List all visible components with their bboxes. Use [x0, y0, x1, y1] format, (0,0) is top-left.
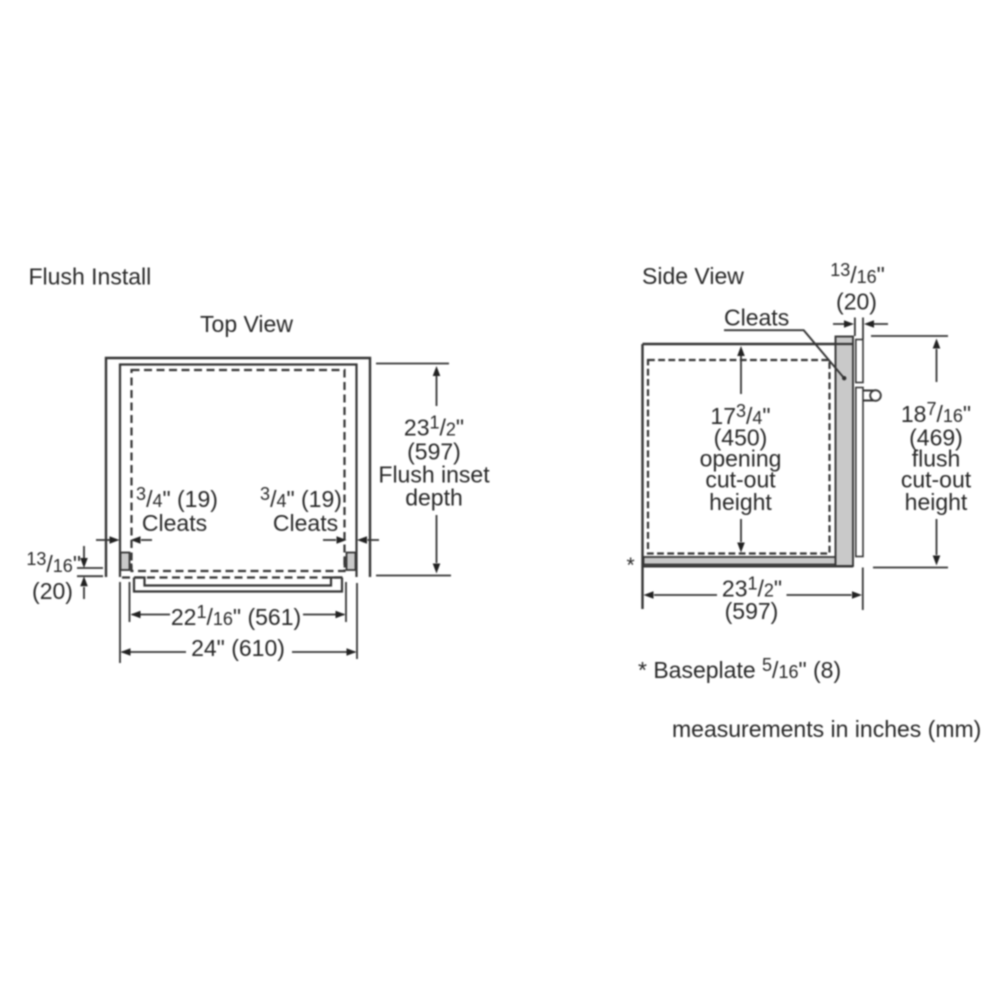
svg-text:221/16" (561): 221/16" (561): [171, 602, 301, 630]
svg-text:opening: opening: [700, 446, 782, 472]
svg-text:height: height: [905, 489, 968, 515]
svg-text:173/4": 173/4": [710, 401, 770, 429]
svg-text:(469): (469): [909, 425, 963, 451]
svg-text:height: height: [709, 489, 772, 515]
svg-text:Flush Install: Flush Install: [29, 264, 152, 290]
svg-text:depth: depth: [405, 485, 463, 511]
svg-text:13/16": 13/16": [830, 260, 885, 288]
svg-text:Cleats: Cleats: [142, 510, 207, 536]
svg-text:cut-out: cut-out: [705, 467, 776, 493]
svg-text:measurements in inches (mm): measurements in inches (mm): [672, 716, 981, 742]
svg-text:13/16": 13/16": [26, 549, 81, 577]
svg-text:cut-out: cut-out: [901, 467, 972, 493]
svg-text:(20): (20): [32, 578, 73, 604]
svg-text:(450): (450): [714, 425, 768, 451]
svg-text:3/4" (19): 3/4" (19): [260, 484, 342, 512]
svg-text:(597): (597): [725, 598, 779, 624]
svg-text:Top View: Top View: [200, 311, 293, 337]
svg-text:187/16": 187/16": [901, 399, 971, 427]
svg-text:* Baseplate 5/16" (8): * Baseplate 5/16" (8): [638, 655, 841, 683]
svg-text:Cleats: Cleats: [724, 305, 789, 331]
svg-text:flush: flush: [912, 446, 961, 472]
svg-text:Cleats: Cleats: [273, 510, 338, 536]
svg-text:231/2": 231/2": [722, 574, 782, 602]
svg-text:(20): (20): [836, 289, 877, 315]
svg-text:24" (610): 24" (610): [191, 635, 285, 661]
svg-text:Side View: Side View: [642, 263, 744, 289]
svg-text:3/4" (19): 3/4" (19): [136, 484, 218, 512]
svg-text:231/2": 231/2": [404, 413, 464, 441]
svg-text:*: *: [627, 554, 635, 577]
svg-text:Flush inset: Flush inset: [378, 462, 490, 488]
svg-text:(597): (597): [407, 439, 461, 465]
